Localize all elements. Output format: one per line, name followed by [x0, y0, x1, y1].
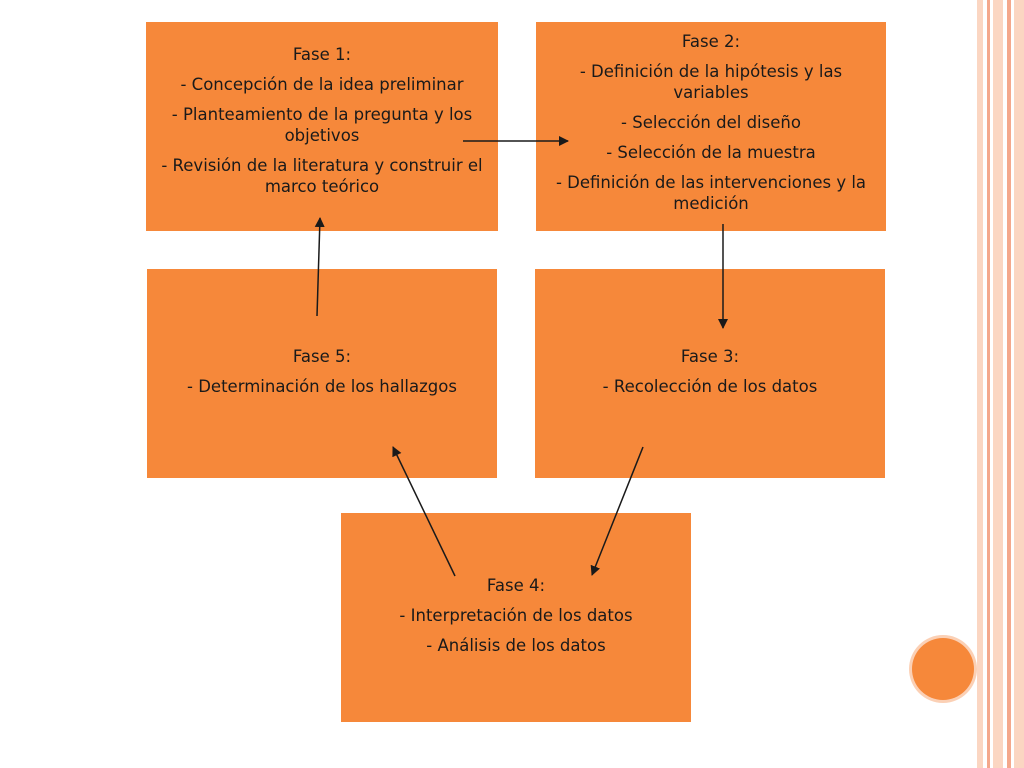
phase-1-item: - Concepción de la idea preliminar [180, 75, 464, 94]
phase-4-item: - Interpretación de los datos [399, 606, 633, 625]
decorative-stripe [987, 0, 990, 768]
phase-2-box: Fase 2: - Definición de la hipótesis y l… [536, 22, 886, 231]
phase-2-item: - Selección del diseño [621, 113, 801, 132]
decorative-stripe [993, 0, 1003, 768]
phase-1-title: Fase 1: [292, 45, 352, 64]
phase-3-box: Fase 3: - Recolección de los datos [535, 269, 885, 478]
decorative-stripe [977, 0, 983, 768]
phase-2-item: - Definición de las intervenciones y la … [555, 173, 867, 213]
decorative-circle [912, 638, 974, 700]
decorative-stripe [1007, 0, 1011, 768]
decorative-stripe [1014, 0, 1024, 768]
phase-4-title: Fase 4: [486, 576, 546, 595]
phase-5-item: - Determinación de los hallazgos [187, 377, 457, 396]
arrow-phase3-to-phase4 [590, 446, 644, 576]
phase-1-item: - Planteamiento de la pregunta y los obj… [171, 105, 473, 145]
phase-1-item: - Revisión de la literatura y construir … [161, 156, 483, 196]
phase-3-title: Fase 3: [680, 347, 740, 366]
phase-3-item: - Recolección de los datos [602, 377, 818, 396]
phase-2-item: - Selección de la muestra [606, 143, 816, 162]
phase-5-title: Fase 5: [292, 347, 352, 366]
phase-4-item: - Análisis de los datos [426, 636, 606, 655]
phase-2-title: Fase 2: [681, 32, 741, 51]
phase-1-box: Fase 1: - Concepción de la idea prelimin… [146, 22, 498, 231]
phase-4-box: Fase 4: - Interpretación de los datos - … [341, 513, 691, 722]
arrow-phase4-to-phase5 [392, 446, 456, 577]
arrow-phase5-to-phase1 [314, 217, 325, 317]
phase-2-item: - Definición de la hipótesis y las varia… [579, 62, 843, 102]
phase-5-box: Fase 5: - Determinación de los hallazgos [147, 269, 497, 478]
